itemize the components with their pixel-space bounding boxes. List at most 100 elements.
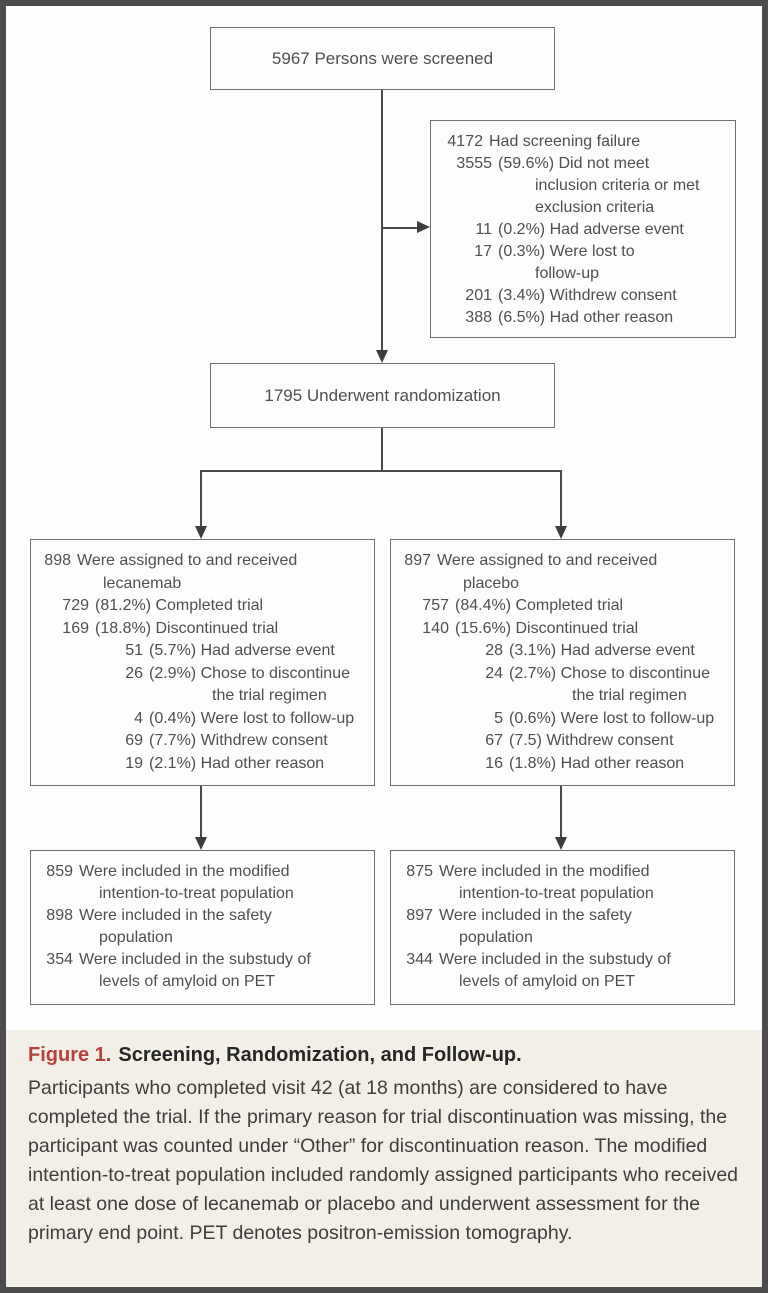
flow-row: 67 (7.5) Withdrew consent — [403, 730, 726, 753]
flow-row: 26 (2.9%) Chose to discontinue — [43, 663, 366, 686]
flow-row: 897 Were assigned to and received — [403, 550, 726, 573]
row-number: 4 — [134, 709, 143, 727]
flow-row: 4 (0.4%) Were lost to follow-up — [43, 708, 366, 731]
row-text: follow-up — [535, 265, 600, 282]
figure-label: Figure 1. — [28, 1044, 112, 1066]
figure-title: Screening, Randomization, and Follow-up. — [118, 1044, 522, 1066]
row-text: (7.7%) Withdrew consent — [149, 732, 328, 749]
row-text: Were included in the substudy of — [439, 951, 671, 968]
flow-row: 388 (6.5%) Had other reason — [443, 307, 727, 329]
flow-row: 69 (7.7%) Withdrew consent — [43, 730, 366, 753]
connector-line — [200, 786, 202, 837]
flow-row: 169(18.8%) Discontinued trial — [43, 618, 366, 641]
row-text: (59.6%) Did not meet — [498, 155, 650, 172]
flow-row: 11 (0.2%) Had adverse event — [443, 219, 727, 241]
row-text: (7.5) Withdrew consent — [509, 732, 674, 749]
flow-row: 757(84.4%) Completed trial — [403, 595, 726, 618]
row-text: Were included in the substudy of — [79, 951, 311, 968]
row-text: Were included in the modified — [439, 863, 650, 880]
flow-row: 140 (15.6%) Discontinued trial — [403, 618, 726, 641]
row-text: (15.6%) Discontinued trial — [455, 619, 639, 637]
row-number: 140 — [422, 619, 449, 637]
row-text: inclusion criteria or met — [535, 177, 700, 194]
row-number: 24 — [485, 664, 503, 682]
row-number: 859 — [46, 863, 73, 880]
row-number: 729 — [62, 597, 89, 614]
flow-row: 5 (0.6%) Were lost to follow-up — [403, 708, 726, 731]
row-text: (1.8%) Had other reason — [509, 754, 685, 772]
flow-row: population — [43, 927, 366, 949]
arrowhead-icon — [195, 837, 207, 850]
flow-row: levels of amyloid on PET — [43, 971, 366, 993]
row-number: 388 — [465, 309, 492, 326]
row-number: 898 — [44, 552, 71, 569]
flow-row: 729(81.2%) Completed trial — [43, 595, 366, 618]
row-number: 5 — [494, 709, 503, 727]
row-number: 3555 — [456, 155, 492, 172]
flow-row: placebo — [403, 573, 726, 596]
row-number: 897 — [404, 552, 431, 569]
connector-line — [381, 428, 383, 472]
row-number: 898 — [46, 907, 73, 924]
row-text: Had screening failure — [489, 133, 641, 150]
flow-row: 3555 (59.6%) Did not meet — [443, 153, 727, 175]
row-text: (2.9%) Chose to discontinue — [149, 664, 350, 682]
arrowhead-icon — [195, 526, 207, 539]
flow-row: 875 Were included in the modified — [403, 861, 726, 883]
row-number: 19 — [125, 754, 143, 772]
connector-line — [200, 470, 562, 472]
row-text: (0.3%) Were lost to — [498, 243, 635, 260]
row-text: (0.6%) Were lost to follow-up — [509, 709, 715, 727]
flow-row: intention-to-treat population — [403, 883, 726, 905]
row-number: 169 — [62, 619, 89, 637]
connector-line — [382, 227, 417, 229]
row-number: 26 — [125, 664, 143, 682]
row-number: 875 — [406, 863, 433, 880]
placebo-populations-box: 875 Were included in the modified intenti… — [390, 850, 735, 1005]
row-text: Were assigned to and received — [437, 552, 658, 569]
row-text: (3.4%) Withdrew consent — [498, 287, 677, 304]
row-text: levels of amyloid on PET — [459, 973, 636, 990]
row-number: 201 — [465, 287, 492, 304]
row-text: the trial regimen — [572, 687, 687, 704]
flow-row: follow-up — [443, 263, 727, 285]
figure-caption: Figure 1. Screening, Randomization, and F… — [6, 1030, 762, 1287]
row-number: 69 — [125, 732, 143, 749]
row-text: Were assigned to and received — [77, 552, 298, 569]
connector-line — [560, 786, 562, 837]
randomization-box: 1795 Underwent randomization — [210, 363, 555, 428]
row-text: Were included in the safety — [79, 907, 272, 924]
flow-row: 859 Were included in the modified — [43, 861, 366, 883]
figure-caption-heading: Figure 1. Screening, Randomization, and F… — [28, 1044, 740, 1067]
row-number: 51 — [125, 642, 143, 659]
flow-row: lecanemab — [43, 573, 366, 596]
row-text: (2.1%) Had other reason — [149, 754, 325, 772]
lecanemab-arm-box: 898 Were assigned to and received lecanem… — [30, 539, 375, 786]
row-text: (0.4%) Were lost to follow-up — [149, 709, 355, 727]
row-text: placebo — [463, 574, 520, 592]
arrowhead-icon — [555, 526, 567, 539]
screened-box-text: 5967 Persons were screened — [271, 48, 494, 68]
row-text: (2.7%) Chose to discontinue — [509, 664, 710, 682]
row-text: population — [99, 929, 173, 946]
row-text: levels of amyloid on PET — [99, 973, 276, 990]
flow-row: population — [403, 927, 726, 949]
flow-row: 28(3.1%) Had adverse event — [403, 640, 726, 663]
row-text: Were included in the modified — [79, 863, 290, 880]
row-text: (6.5%) Had other reason — [498, 309, 674, 326]
row-text: exclusion criteria — [535, 199, 655, 216]
row-number: 67 — [485, 732, 503, 749]
row-text: (0.2%) Had adverse event — [498, 221, 684, 238]
screened-box: 5967 Persons were screened — [210, 27, 555, 90]
flow-row: exclusion criteria — [443, 197, 727, 219]
row-number: 11 — [475, 221, 492, 238]
connector-line — [381, 90, 383, 350]
row-number: 16 — [485, 754, 503, 772]
